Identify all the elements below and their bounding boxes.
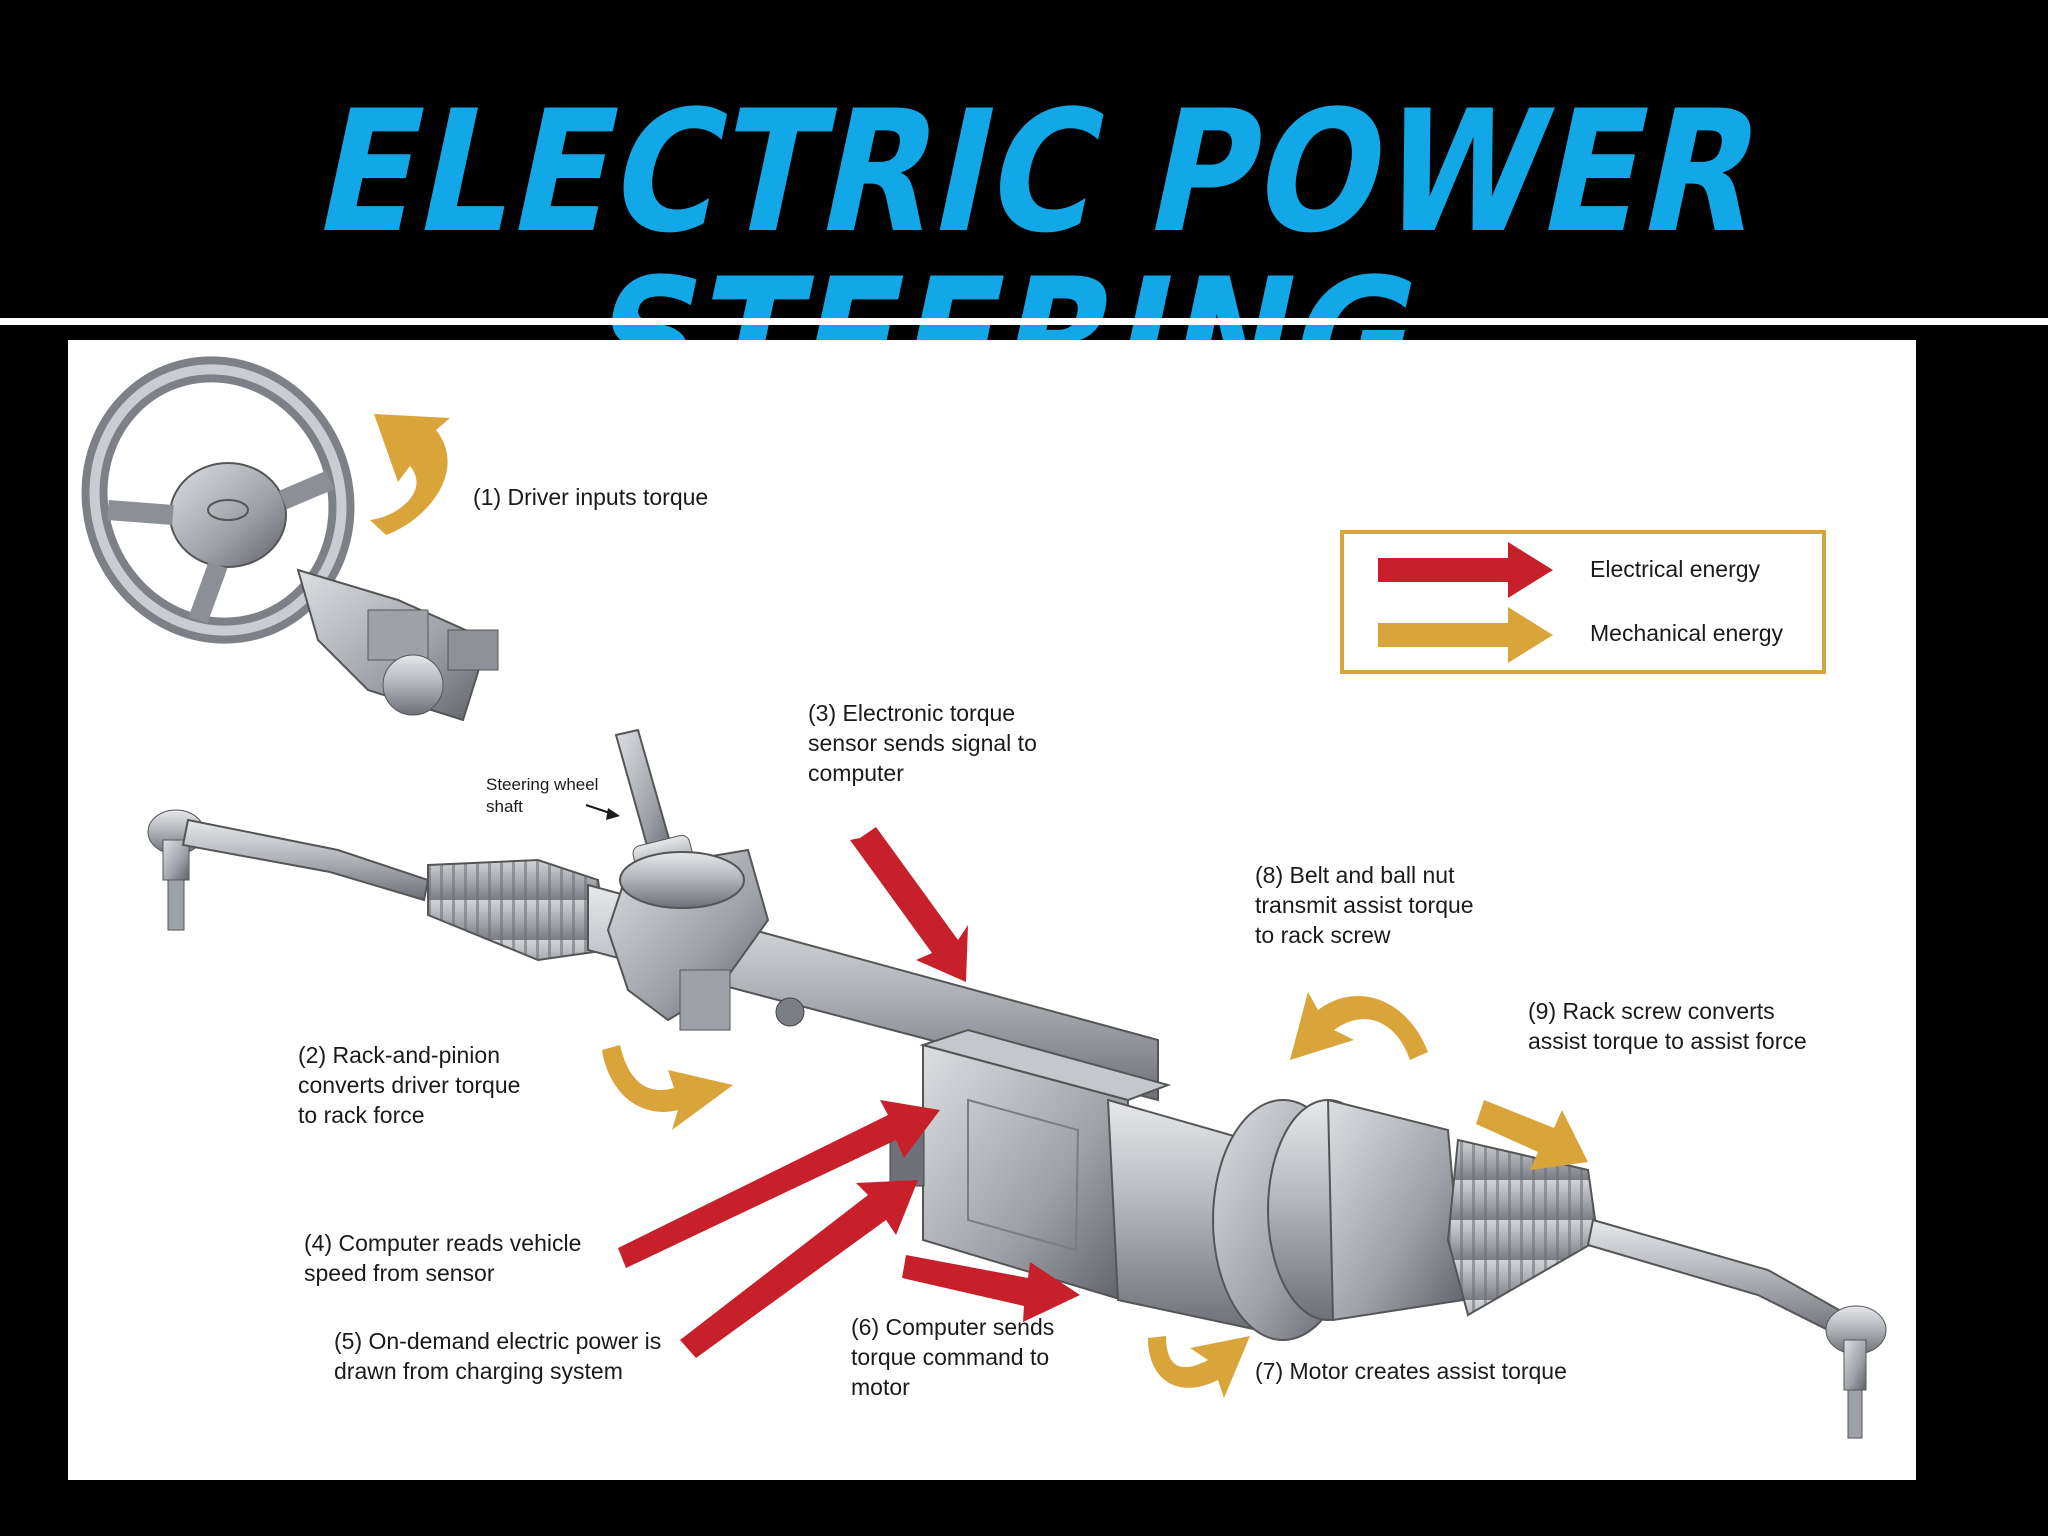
label-step2: (2) Rack-and-pinion converts driver torq… — [298, 1042, 521, 1128]
mechanical-arrow-rack — [1476, 1100, 1588, 1170]
electrical-arrows — [618, 827, 1080, 1358]
electrical-arrow-sensor — [850, 827, 968, 982]
diagram-panel: Electrical energy Mechanical energy (1) … — [68, 340, 1916, 1480]
electrical-arrow-command — [902, 1255, 1080, 1322]
assist-motor-icon — [1106, 1098, 1465, 1341]
label-step8: (8) Belt and ball nut transmit assist to… — [1255, 862, 1474, 948]
label-shaft: Steering wheel shaft — [486, 775, 599, 816]
mechanical-arrow-belt — [1290, 992, 1428, 1060]
label-step7: (7) Motor creates assist torque — [1255, 1358, 1567, 1384]
legend-mechanical-label: Mechanical energy — [1590, 620, 1784, 646]
eps-illustration — [81, 356, 1887, 1439]
mechanical-arrow-pinion — [602, 1045, 733, 1130]
steering-wheel-icon — [81, 356, 499, 722]
label-step1: (1) Driver inputs torque — [473, 484, 709, 510]
mechanical-arrows — [370, 414, 1588, 1398]
electrical-arrow-power — [680, 1180, 918, 1358]
legend-mechanical-arrow — [1378, 607, 1553, 663]
title-divider — [0, 318, 2048, 325]
mechanical-arrow-motor — [1148, 1336, 1250, 1398]
legend-electrical-label: Electrical energy — [1590, 556, 1761, 582]
label-step5: (5) On-demand electric power is drawn fr… — [334, 1328, 662, 1384]
legend-electrical-arrow — [1378, 542, 1553, 598]
mechanical-arrow-driver — [370, 414, 450, 535]
label-step3: (3) Electronic torque sensor sends signa… — [808, 700, 1037, 786]
control-module-icon — [889, 1028, 1172, 1302]
electrical-arrow-speed — [618, 1100, 940, 1268]
label-step4: (4) Computer reads vehicle speed from se… — [304, 1230, 582, 1286]
energy-legend: Electrical energy Mechanical energy — [1340, 530, 1826, 674]
label-step9: (9) Rack screw converts assist torque to… — [1528, 998, 1807, 1054]
steering-rack-icon — [147, 809, 1887, 1439]
title-band: ELECTRIC POWER STEERING — [0, 0, 2048, 438]
label-step6: (6) Computer sends torque command to mot… — [851, 1314, 1055, 1400]
